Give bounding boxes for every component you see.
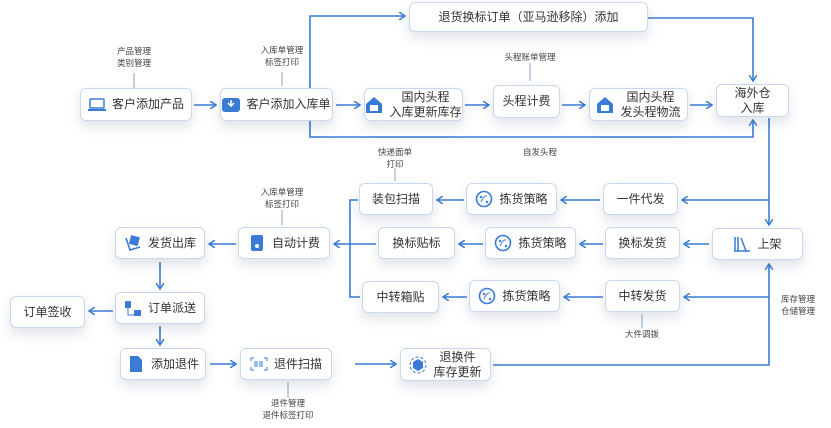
node-return-relabel[interactable]: 退货换标订单（亚马逊移除）添加 xyxy=(409,2,648,32)
label-inbound-mgmt: 入库单管理标签打印 xyxy=(260,46,304,68)
node-pick-1[interactable]: 拣货策略 xyxy=(466,183,557,215)
node-label: 一件代发 xyxy=(616,191,665,206)
node-shelve[interactable]: 上架 xyxy=(712,228,803,260)
label-bulk-transfer: 大件调拨 xyxy=(624,330,660,340)
node-label: 退件扫描 xyxy=(273,356,322,371)
node-domestic-inbound[interactable]: 国内头程入库更新库存 xyxy=(364,88,463,121)
label-self-ship: 自发头程 xyxy=(522,148,558,158)
node-label: 订单派送 xyxy=(147,300,196,315)
label-inbound-mgmt-2: 入库单管理标签打印 xyxy=(260,188,304,210)
hand-truck-icon xyxy=(124,234,142,252)
node-firstleg-billing[interactable]: 头程计费 xyxy=(493,85,560,118)
node-relabel-ship[interactable]: 换标发货 xyxy=(605,227,680,259)
node-pick-2[interactable]: 拣货策略 xyxy=(485,227,576,259)
cube-icon xyxy=(409,356,427,374)
node-auto-billing[interactable]: 自动计费 xyxy=(238,227,330,259)
inbox-download-icon xyxy=(222,96,241,114)
node-label: 拣货策略 xyxy=(502,288,551,303)
node-label: 添加退件 xyxy=(150,356,199,371)
node-transfer-label[interactable]: 中转箱贴 xyxy=(362,281,439,313)
arrow-update-to-shelve xyxy=(493,264,769,366)
node-delivery[interactable]: 订单派送 xyxy=(115,292,205,324)
barcode-scan-icon xyxy=(250,355,268,373)
node-label: 客户添加入库单 xyxy=(246,97,331,111)
laptop-icon xyxy=(87,96,106,114)
node-dropship[interactable]: 一件代发 xyxy=(603,183,678,215)
node-label: 装包扫描 xyxy=(371,191,420,206)
node-label: 海外仓入库 xyxy=(734,85,771,115)
node-add-inbound[interactable]: 客户添加入库单 xyxy=(220,88,333,121)
arrow-to-return-relabel xyxy=(309,16,405,88)
node-label: 换标发货 xyxy=(618,235,667,250)
node-label: 退货换标订单（亚马逊移除）添加 xyxy=(438,9,619,24)
strategy-icon xyxy=(478,287,496,305)
node-label: 客户添加产品 xyxy=(111,97,184,111)
node-label: 拣货策略 xyxy=(499,191,548,206)
node-label: 国内头程发头程物流 xyxy=(620,89,681,119)
label-firstleg-bill-mgmt: 头程账单管理 xyxy=(504,53,556,63)
node-add-return[interactable]: 添加退件 xyxy=(120,348,206,380)
node-label: 上架 xyxy=(757,236,782,251)
node-label: 中转箱贴 xyxy=(376,289,425,304)
node-label: 退换件库存更新 xyxy=(433,349,482,379)
node-pack-scan[interactable]: 装包扫描 xyxy=(359,183,433,215)
label-inventory-mgmt: 库存管理仓储管理 xyxy=(780,295,816,317)
node-add-product[interactable]: 客户添加产品 xyxy=(80,88,192,121)
node-label: 拣货策略 xyxy=(518,235,567,250)
node-label: 头程计费 xyxy=(502,94,551,108)
calculator-icon xyxy=(248,234,266,252)
label-return-mgmt: 退件管理退件标签打印 xyxy=(262,399,314,421)
delivery-icon xyxy=(124,299,142,317)
node-outbound[interactable]: 发货出库 xyxy=(115,227,205,259)
node-label: 自动计费 xyxy=(271,235,320,250)
arrow-return-relabel-to-overseas xyxy=(648,17,753,81)
node-label: 发货出库 xyxy=(147,235,196,250)
node-pick-3[interactable]: 拣货策略 xyxy=(469,280,560,312)
label-product-mgmt: 产品管理类别管理 xyxy=(116,47,152,69)
document-icon xyxy=(127,355,145,373)
strategy-icon xyxy=(494,234,512,252)
node-transfer-ship[interactable]: 中转发货 xyxy=(605,280,680,312)
label-express-print: 快递面单打印 xyxy=(377,148,413,170)
node-return-update[interactable]: 退换件库存更新 xyxy=(400,348,491,381)
warehouse-icon xyxy=(365,96,383,114)
books-icon xyxy=(733,235,751,253)
node-label: 中转发货 xyxy=(618,288,667,303)
node-return-scan[interactable]: 退件扫描 xyxy=(240,348,332,380)
node-receipt[interactable]: 订单签收 xyxy=(10,296,85,328)
arrow-self-ship xyxy=(309,120,753,138)
node-domestic-ship[interactable]: 国内头程发头程物流 xyxy=(589,88,688,121)
node-label: 国内头程入库更新库存 xyxy=(389,89,462,119)
node-overseas-inbound[interactable]: 海外仓入库 xyxy=(716,84,789,117)
merge-line xyxy=(349,199,360,298)
warehouse-icon xyxy=(596,96,614,114)
strategy-icon xyxy=(475,190,493,208)
node-label: 订单签收 xyxy=(23,304,72,319)
node-label: 换标贴标 xyxy=(392,235,441,250)
node-relabel[interactable]: 换标贴标 xyxy=(378,227,455,259)
